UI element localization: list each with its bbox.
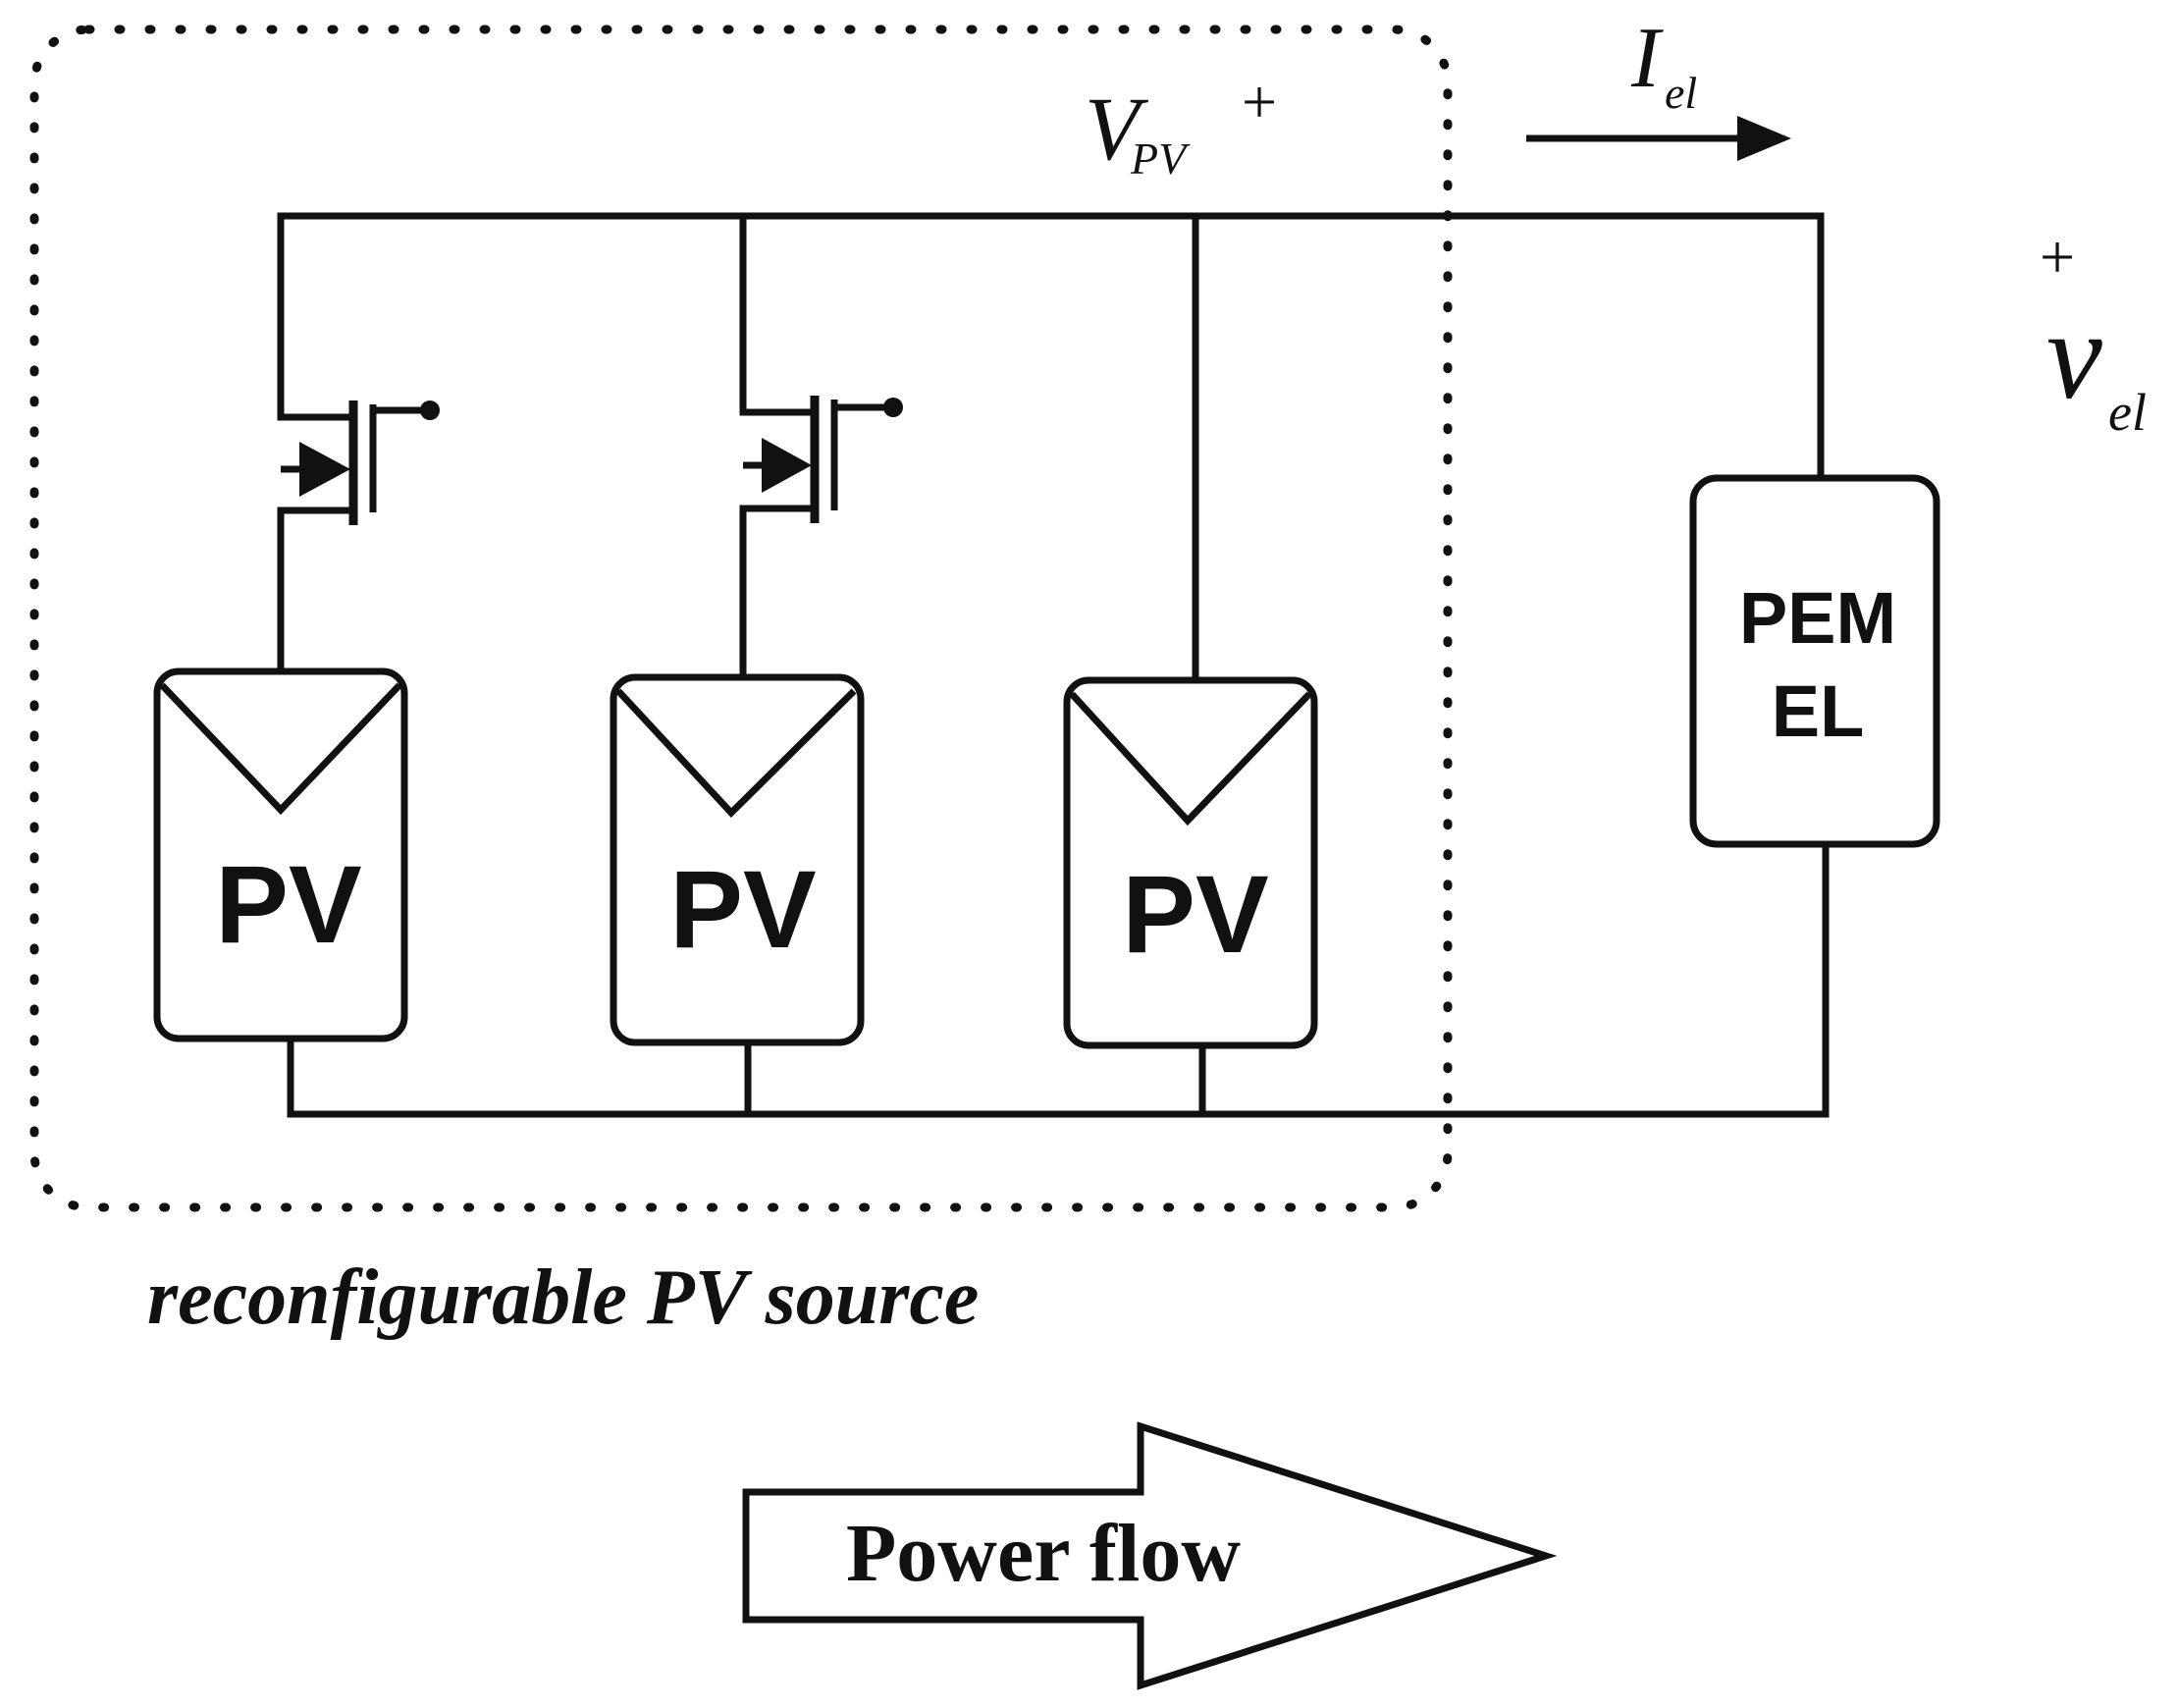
pv-panel-3: PV [1063,676,1318,1049]
pv-panel-2: PV [610,673,865,1046]
vel-symbol: v [2046,286,2102,425]
power-flow-label: Power flow [846,1508,1241,1599]
pv-panel-3-label: PV [1122,853,1268,976]
iel-symbol: I [1630,11,1664,106]
pem-el-label-line1: PEM [1739,577,1896,659]
pv-source-caption: reconfigurable PV source [147,1254,979,1341]
pem-el-label-line2: EL [1772,670,1865,752]
pv-panel-1-label: PV [215,843,361,966]
vel-plus: + [2040,222,2075,292]
pv-source-boundary [29,25,1453,1212]
current-arrow [1526,116,1791,161]
pv-panel-2-label: PV [669,848,816,971]
pv-panel-1: PV [153,667,408,1042]
vel-subscript: el [2108,383,2147,442]
power-flow-arrow: Power flow [742,1421,1558,1690]
vpv-label: V PV + [1085,67,1277,184]
iel-label: I el [1630,11,1697,118]
iel-subscript: el [1665,68,1697,118]
vpv-symbol: V [1085,79,1149,179]
mosfet-switch-2 [743,396,903,523]
mosfet-switch-1 [281,400,440,525]
vpv-plus: + [1242,67,1277,136]
pem-el-load: PEM EL [1689,474,1940,848]
vpv-subscript: PV [1130,133,1191,184]
vel-label: + v el [2040,222,2147,442]
